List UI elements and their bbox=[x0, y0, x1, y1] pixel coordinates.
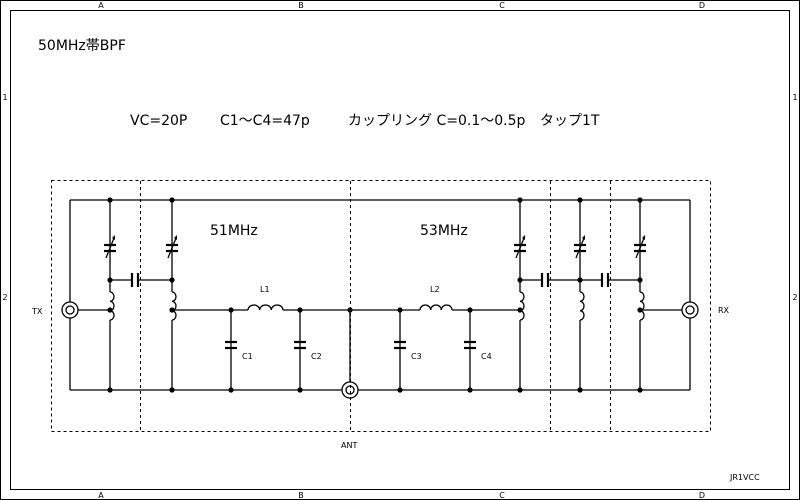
spec-vc: VC=20P bbox=[130, 113, 187, 129]
inductor-coil bbox=[109, 291, 115, 321]
inductor-coil bbox=[639, 291, 645, 321]
trimmer-arrow-head bbox=[174, 235, 177, 240]
col-label-c-bottom: C bbox=[499, 491, 505, 500]
label-c1: C1 bbox=[242, 352, 253, 361]
spec-tap: タップ1T bbox=[540, 113, 600, 129]
author-label: JR1VCC bbox=[729, 473, 760, 482]
label-c3: C3 bbox=[411, 352, 422, 361]
coax-connector bbox=[341, 381, 359, 399]
diagram-title: 50MHz帯BPF bbox=[38, 38, 126, 54]
coax-connector-center bbox=[65, 305, 75, 315]
coax-connector-center bbox=[685, 305, 695, 315]
col-label-a-bottom: A bbox=[98, 491, 104, 500]
label-l1: L1 bbox=[260, 285, 270, 294]
row-label-1-left: 1 bbox=[2, 93, 7, 102]
col-label-c-top: C bbox=[499, 1, 505, 10]
trimmer-arrow bbox=[167, 237, 177, 259]
junction-dot bbox=[107, 387, 113, 393]
inductor-coil bbox=[247, 304, 284, 311]
junction-dot bbox=[297, 387, 303, 393]
port-label-rx: RX bbox=[718, 306, 730, 315]
inductor-coil bbox=[419, 304, 453, 311]
label-c4: C4 bbox=[481, 352, 492, 361]
inductor-coil bbox=[579, 291, 585, 321]
trimmer-arrow bbox=[515, 237, 525, 259]
inner-frame bbox=[10, 10, 790, 490]
col-label-d-bottom: D bbox=[699, 491, 705, 500]
inductor-coil bbox=[519, 291, 525, 321]
port-label-tx: TX bbox=[31, 307, 43, 316]
enclosure-outline bbox=[51, 180, 711, 432]
label-l2: L2 bbox=[430, 285, 440, 294]
col-label-d-top: D bbox=[699, 1, 705, 10]
spec-c: C1〜C4=47p bbox=[220, 113, 310, 129]
trimmer-arrow bbox=[635, 237, 645, 259]
section-label-53mhz: 53MHz bbox=[420, 223, 468, 239]
junction-dot bbox=[637, 387, 643, 393]
trimmer-arrow bbox=[575, 237, 585, 259]
circuit bbox=[61, 197, 699, 399]
row-label-1-right: 1 bbox=[792, 93, 797, 102]
trimmer-arrow bbox=[105, 237, 115, 259]
junction-dot bbox=[228, 387, 234, 393]
junction-dot bbox=[107, 307, 113, 313]
trimmer-arrow-head bbox=[582, 235, 585, 240]
col-label-b-top: B bbox=[298, 1, 304, 10]
junction-dot bbox=[397, 387, 403, 393]
trimmer-arrow-head bbox=[522, 235, 525, 240]
col-label-b-bottom: B bbox=[298, 491, 304, 500]
trimmer-arrow-head bbox=[642, 235, 645, 240]
coax-connector-center bbox=[345, 385, 355, 395]
spec-coupling: カップリング C=0.1〜0.5p bbox=[348, 113, 525, 129]
junction-dot bbox=[637, 307, 643, 313]
junction-dot bbox=[517, 387, 523, 393]
junction-dot bbox=[467, 387, 473, 393]
port-label-ant: ANT bbox=[341, 441, 357, 450]
section-label-51mhz: 51MHz bbox=[210, 223, 258, 239]
inductor-coil bbox=[171, 291, 177, 321]
trimmer-arrow-head bbox=[112, 235, 115, 240]
row-label-2-left: 2 bbox=[2, 293, 7, 302]
junction-dot bbox=[169, 387, 175, 393]
label-c2: C2 bbox=[311, 352, 322, 361]
coax-connector bbox=[681, 301, 699, 319]
junction-dot bbox=[577, 387, 583, 393]
row-label-2-right: 2 bbox=[792, 293, 797, 302]
col-label-a-top: A bbox=[98, 1, 104, 10]
coax-connector bbox=[61, 301, 79, 319]
